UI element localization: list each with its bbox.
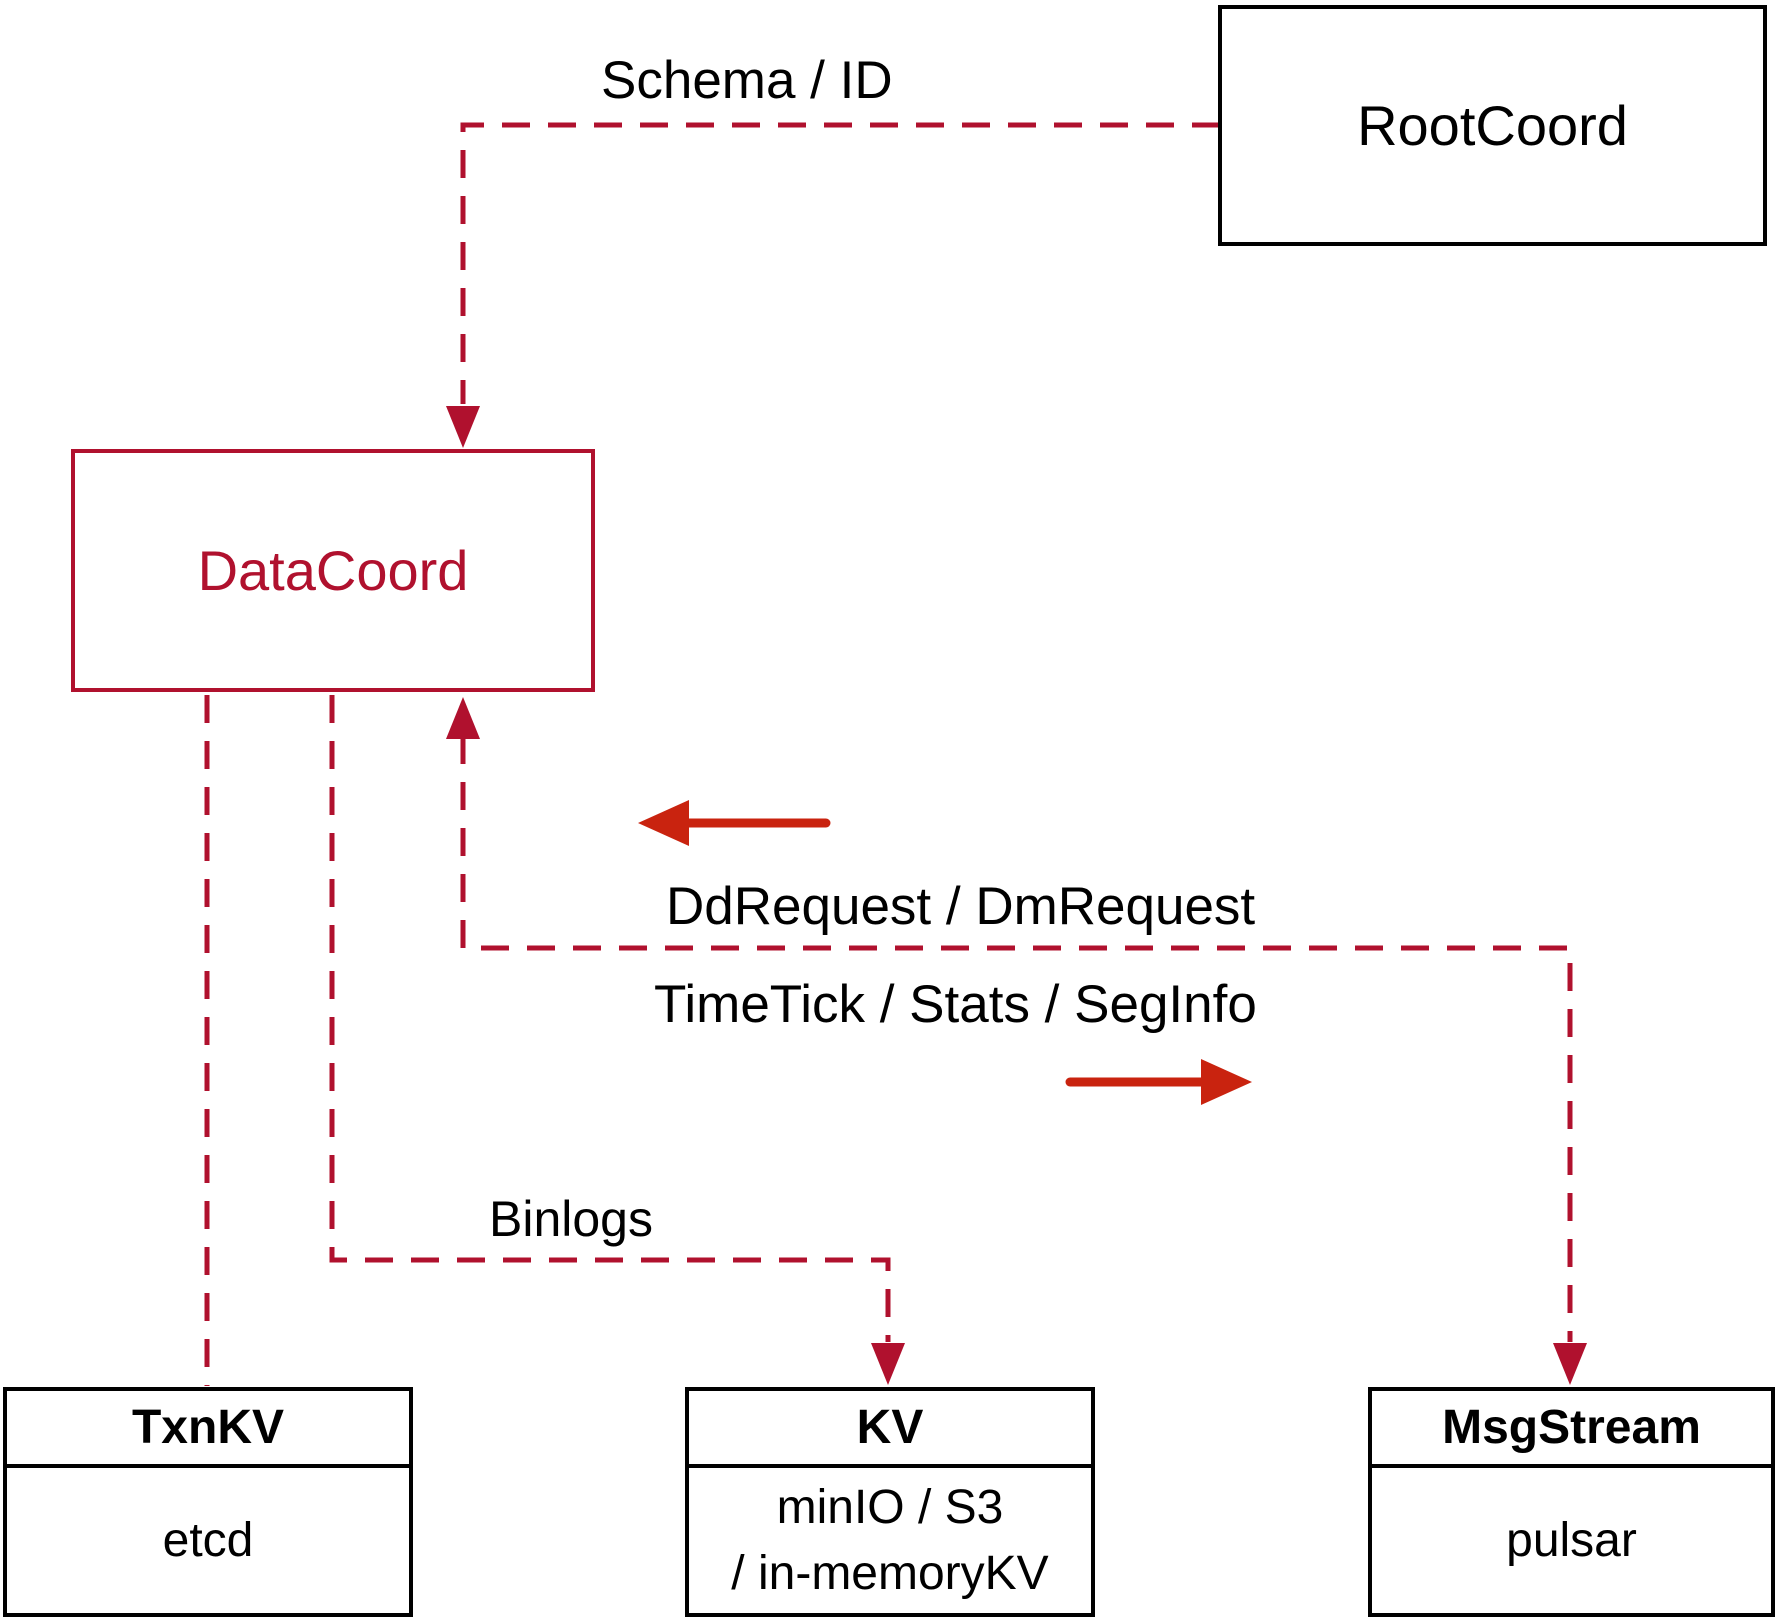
- arrowhead-down-kv-icon: [871, 1343, 905, 1385]
- arrowhead-down-datacoord-icon: [446, 406, 480, 448]
- edge-label-ddrequest-dmrequest: DdRequest / DmRequest: [666, 877, 1256, 936]
- edge-rootcoord-to-datacoord: [460, 122, 1220, 404]
- edge-label-timetick-stats-seginfo: TimeTick / Stats / SegInfo: [654, 975, 1257, 1034]
- kv-title: KV: [689, 1391, 1091, 1468]
- msgstream-body: pulsar: [1506, 1513, 1637, 1567]
- edge-datacoord-to-msgstream: [460, 736, 1573, 1342]
- edge-label-binlogs: Binlogs: [489, 1191, 653, 1247]
- node-rootcoord: RootCoord: [1218, 5, 1767, 246]
- left-direction-arrow-icon: [638, 800, 689, 846]
- txnkv-title: TxnKV: [7, 1391, 409, 1468]
- node-txnkv: TxnKV etcd: [3, 1387, 413, 1617]
- right-direction-arrow-icon: [1201, 1059, 1252, 1105]
- edge-datacoord-to-kv: [329, 695, 891, 1342]
- rootcoord-label: RootCoord: [1357, 94, 1628, 157]
- kv-body-line1: minIO / S3: [776, 1480, 1004, 1534]
- kv-body-line2: / in-memoryKV: [731, 1546, 1049, 1600]
- arrowhead-down-msgstream-icon: [1553, 1343, 1587, 1385]
- node-kv: KV minIO / S3 / in-memoryKV: [685, 1387, 1095, 1617]
- arrowhead-up-datacoord-icon: [446, 697, 480, 739]
- datacoord-label: DataCoord: [197, 539, 469, 602]
- msgstream-title: MsgStream: [1372, 1391, 1771, 1468]
- node-msgstream: MsgStream pulsar: [1368, 1387, 1775, 1617]
- edge-label-schema-id: Schema / ID: [601, 51, 893, 110]
- node-datacoord: DataCoord: [71, 449, 595, 692]
- txnkv-body: etcd: [162, 1513, 254, 1567]
